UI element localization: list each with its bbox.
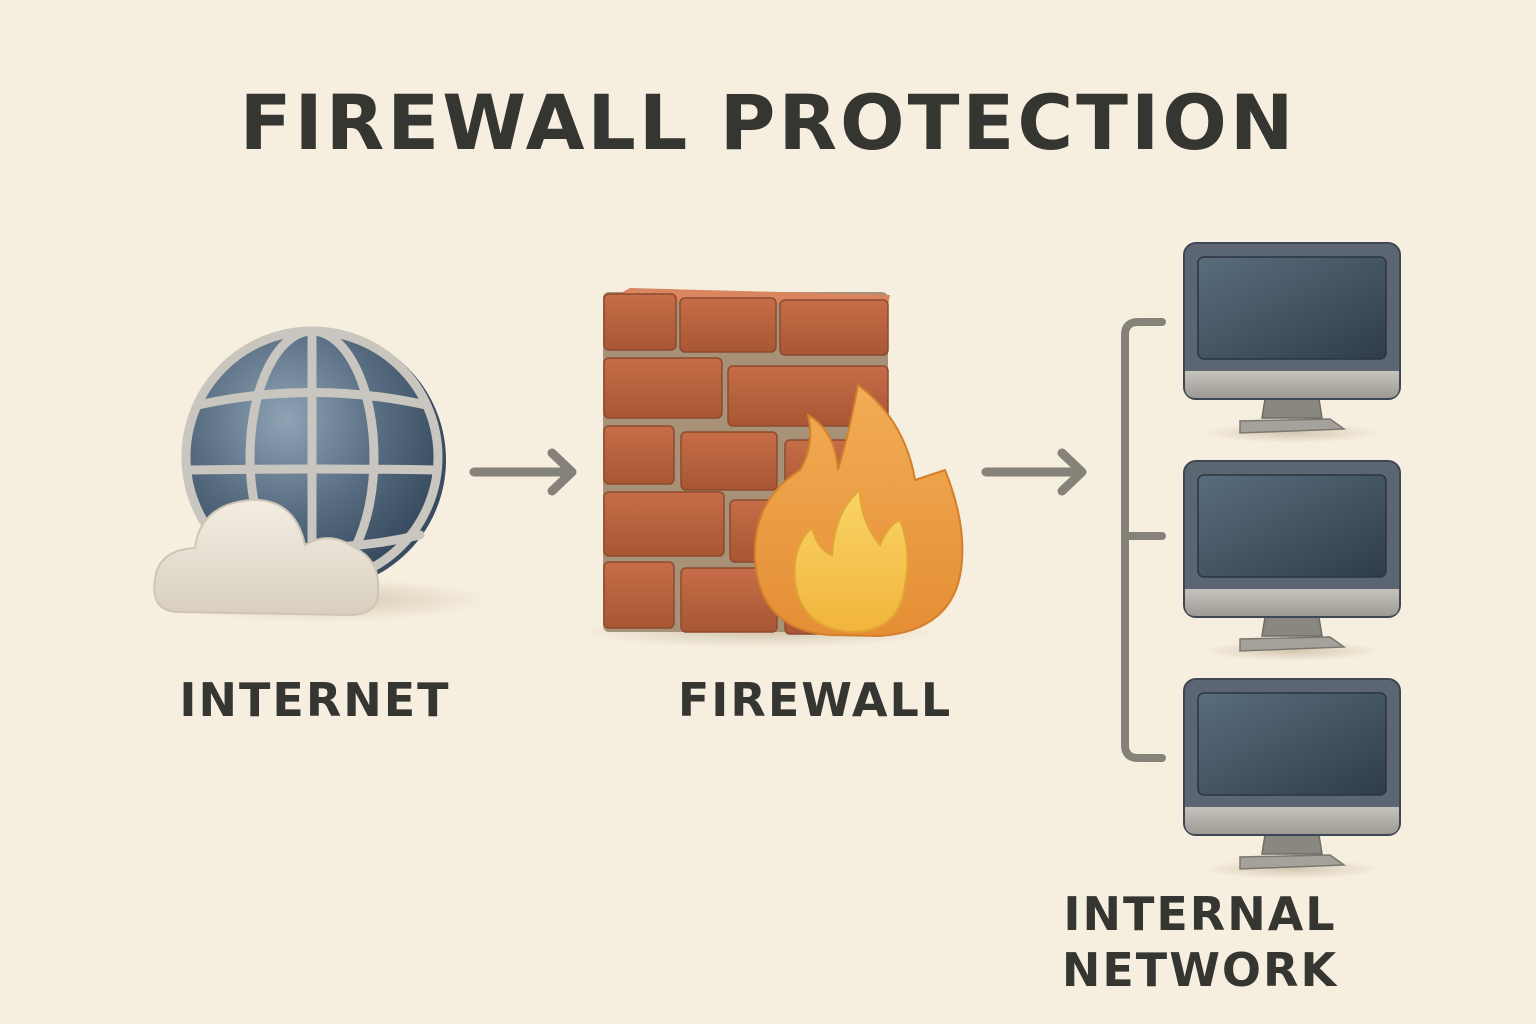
arrow-firewall-to-network [981,448,1087,496]
computer-monitor-icon [1183,678,1401,879]
flame-icon [753,383,964,638]
network-bracket [1121,318,1166,762]
computer-monitor-icon [1183,242,1401,443]
computer-monitor-icon [1183,460,1401,661]
monitor-screen [1197,256,1387,360]
cloud-icon [153,498,380,617]
monitor-chin [1185,807,1399,834]
monitor-chin [1185,589,1399,616]
monitor-base [1239,418,1347,434]
monitor-base [1239,636,1347,652]
monitor-chin [1185,371,1399,398]
monitor-base [1239,854,1347,870]
brick-wall-flame-icon [580,288,964,648]
monitor-screen [1197,692,1387,796]
globe-cloud-icon [150,326,490,622]
arrow-internet-to-firewall [469,448,577,496]
monitor-screen [1197,474,1387,578]
internet-label: INTERNET [179,673,451,727]
internal-network-label: INTERNAL NETWORK [1061,887,1339,997]
firewall-label: FIREWALL [677,673,953,727]
diagram-title: FIREWALL PROTECTION [239,78,1297,167]
internal-network-computers [1183,242,1401,879]
